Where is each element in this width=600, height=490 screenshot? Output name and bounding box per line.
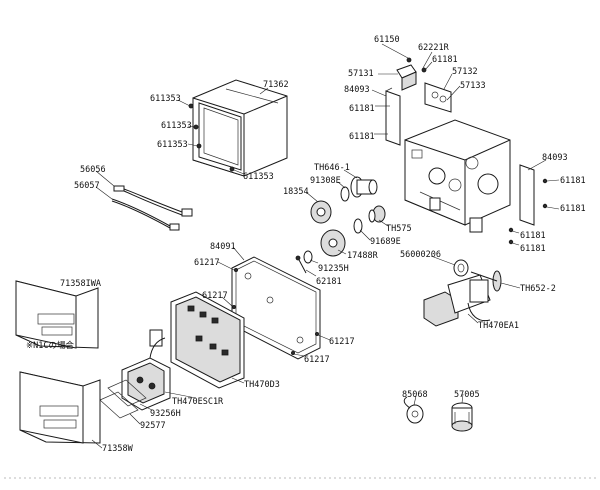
label-61181-r2: 61181 (560, 204, 586, 214)
label-56000206: 56000206 (400, 250, 441, 260)
label-91689e: 91689E (370, 237, 401, 247)
main-housing (404, 119, 511, 233)
label-91308e: 91308E (310, 176, 341, 186)
label-note-N1C: ※N1Cの場合 (26, 340, 74, 351)
sensor-TH470ESC1R (121, 337, 171, 411)
bracket-84093-top (385, 87, 401, 146)
label-61217-d: 61217 (304, 355, 330, 365)
label-84093-right: 84093 (542, 153, 568, 163)
label-57131: 57131 (348, 69, 374, 79)
circuit-board-TH470D3 (149, 291, 245, 389)
label-71358IWA: 71358IWA (60, 279, 101, 289)
label-61217-a: 61217 (194, 258, 220, 268)
label-611353-a: 611353 (150, 94, 181, 104)
label-611353-d: 611353 (243, 172, 274, 182)
label-84093-top: 84093 (344, 85, 370, 95)
label-56057: 56057 (74, 181, 100, 191)
label-91235h: 91235H (318, 264, 349, 274)
label-61181-r3: 61181 (520, 231, 546, 241)
bracket-84093-right (508, 164, 548, 245)
wire-harness (111, 185, 193, 231)
label-57132: 57132 (452, 67, 478, 77)
label-TH470EA1: TH470EA1 (478, 321, 519, 331)
label-71362: 71362 (263, 80, 289, 90)
label-61217-b: 61217 (202, 291, 228, 301)
top-assembly-57131 (396, 57, 452, 113)
label-18354: 18354 (283, 187, 309, 197)
label-61181-top: 61181 (432, 55, 458, 65)
board-plate-84091 (231, 256, 321, 360)
label-85068: 85068 (402, 390, 428, 400)
screws-611353 (188, 103, 235, 172)
label-57005: 57005 (454, 390, 480, 400)
label-61181-r4: 61181 (520, 244, 546, 254)
label-TH575: TH575 (386, 224, 412, 234)
label-TH470ESC1R: TH470ESC1R (172, 397, 224, 407)
label-57133: 57133 (460, 81, 486, 91)
label-71358w: 71358W (102, 444, 134, 454)
label-611353-b: 611353 (161, 121, 192, 131)
label-61181-r1: 61181 (560, 176, 586, 186)
label-93256h: 93256H (150, 409, 181, 419)
label-17488r: 17488R (347, 251, 379, 261)
label-TH652-2: TH652-2 (520, 284, 556, 294)
label-61217-c: 61217 (329, 337, 355, 347)
gasket-93256H (99, 379, 147, 419)
label-611353-c: 611353 (157, 140, 188, 150)
label-61150: 61150 (374, 35, 400, 45)
label-62181: 62181 (316, 277, 342, 287)
label-TH646-1: TH646-1 (314, 163, 350, 173)
part-labels: 61150 62221R 61181 57131 57132 84093 571… (26, 35, 586, 454)
cover-plate-71358W (19, 371, 101, 444)
fitting-85068 (403, 396, 424, 424)
cover-plate-71358IWA (15, 280, 99, 349)
cover-frame-71362 (192, 79, 288, 177)
label-TH470D3: TH470D3 (244, 380, 280, 390)
fitting-57005 (451, 402, 473, 432)
label-61181-a: 61181 (349, 104, 375, 114)
valve-assembly (423, 259, 502, 327)
label-62221r: 62221R (418, 43, 450, 53)
label-61181-b: 61181 (349, 132, 375, 142)
label-84091: 84091 (210, 242, 236, 252)
label-92577: 92577 (140, 421, 166, 431)
label-56056: 56056 (80, 165, 106, 175)
leader-lines (91, 43, 560, 449)
gear-train (295, 176, 386, 274)
